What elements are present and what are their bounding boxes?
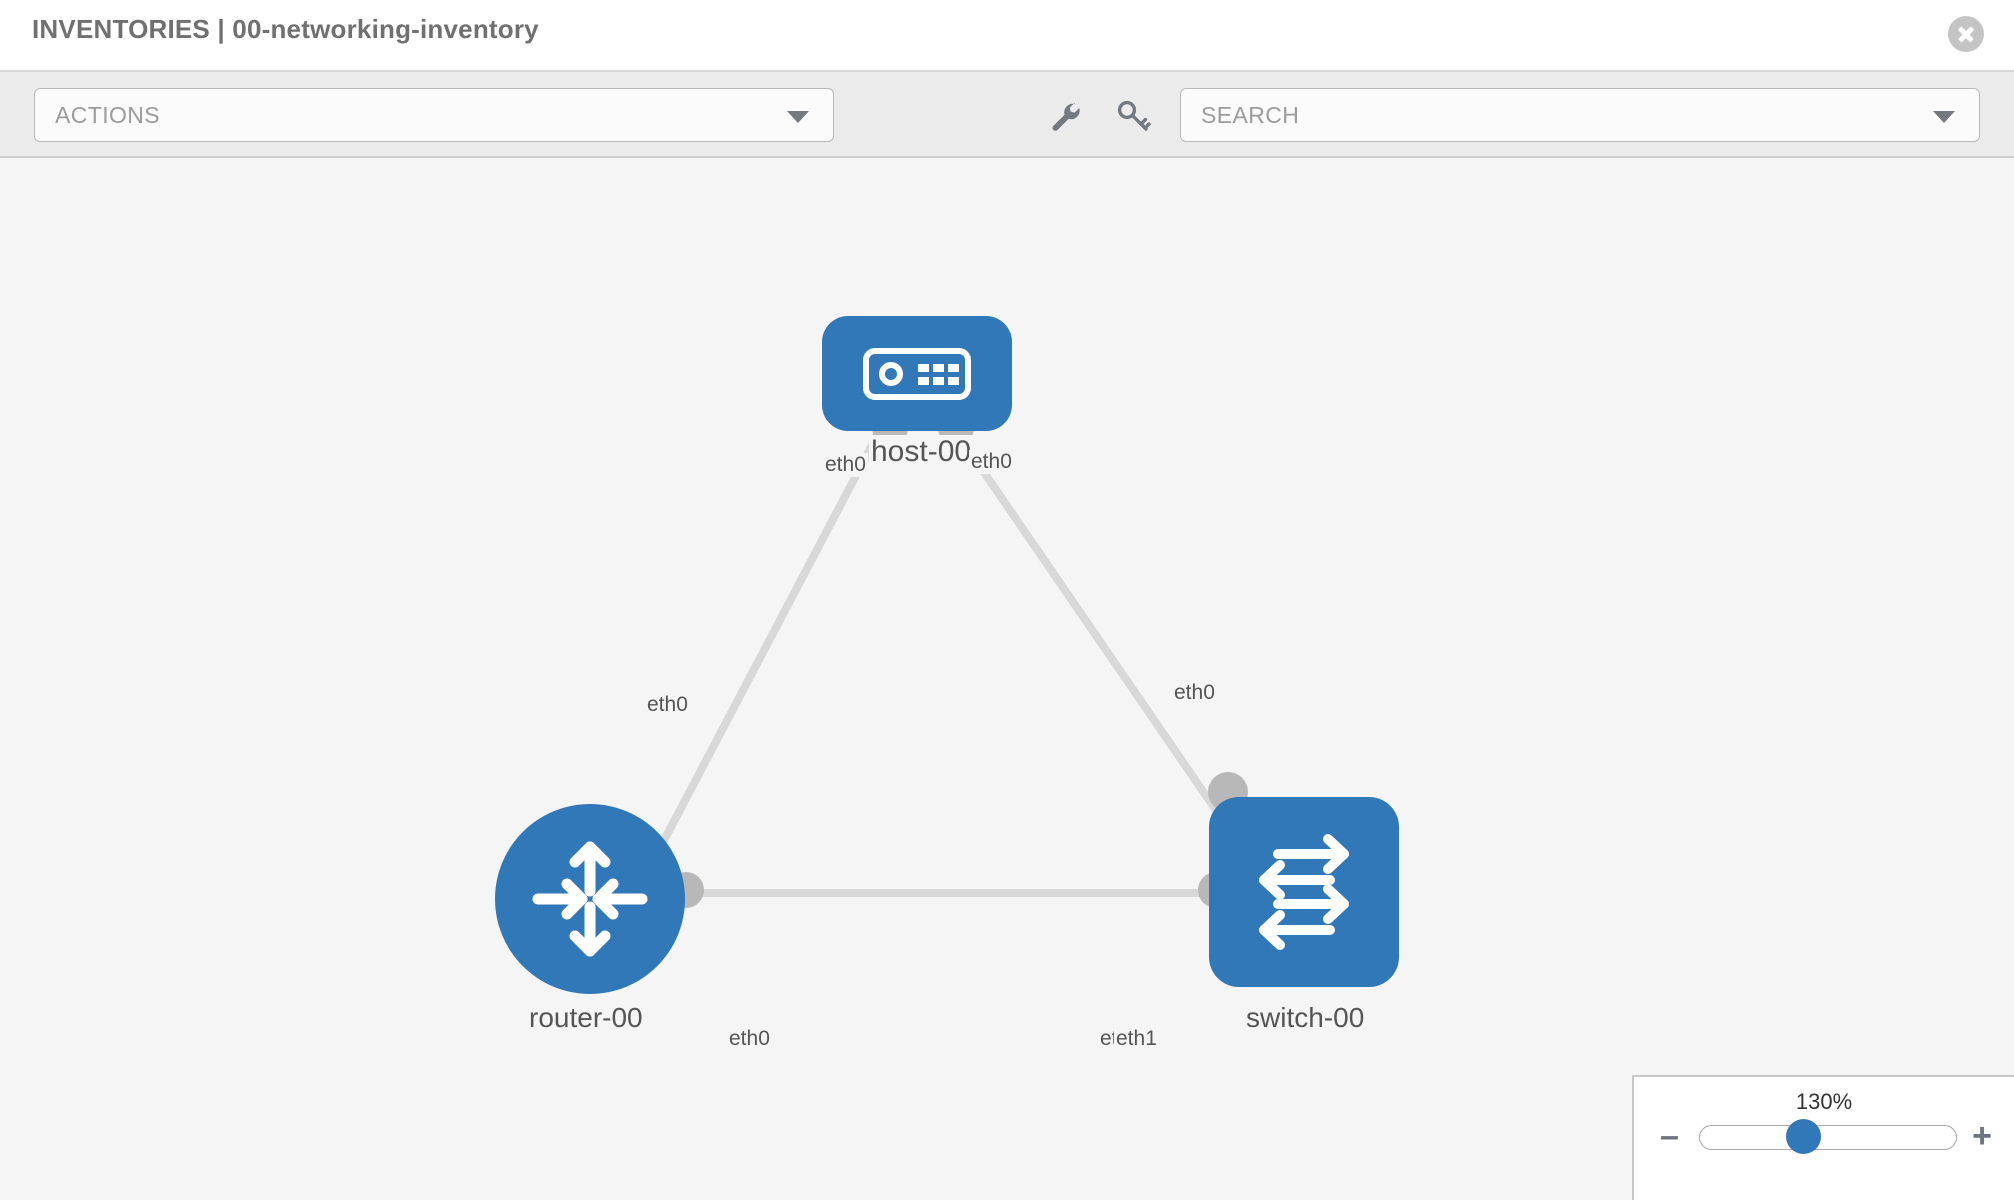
router-arrows-icon	[532, 841, 648, 957]
node-label-host-00: host-00	[869, 435, 974, 469]
server-icon	[863, 347, 971, 400]
zoom-in-button[interactable]: +	[1972, 1117, 1992, 1155]
topology-node-switch-00[interactable]	[1209, 797, 1399, 987]
topology-links	[656, 427, 1239, 897]
link-host-router	[656, 428, 884, 850]
switch-arrows-icon	[1259, 834, 1349, 950]
actions-dropdown[interactable]: ACTIONS	[34, 88, 834, 142]
page-title: INVENTORIES | 00-networking-inventory	[32, 14, 539, 44]
toolbar: ACTIONS SEARCH	[0, 72, 2014, 158]
chevron-down-icon	[787, 111, 809, 123]
node-label-switch-00: switch-00	[1244, 1002, 1367, 1034]
zoom-slider-thumb[interactable]	[1786, 1119, 1821, 1154]
topology-node-router-00[interactable]	[495, 804, 685, 994]
topology-canvas[interactable]: host-00 router-00 switch-00 eth0 eth0 et…	[0, 158, 2014, 1200]
key-icon[interactable]	[1113, 96, 1153, 136]
interface-label-switch-left: eth1	[1114, 1027, 1159, 1051]
node-label-router-00: router-00	[527, 1002, 645, 1034]
topology-node-host-00[interactable]	[822, 316, 1012, 431]
chevron-down-icon[interactable]	[1933, 111, 1955, 123]
interface-label-switch-up: eth0	[1172, 681, 1217, 705]
interface-label-host-right: eth0	[969, 450, 1014, 474]
wrench-icon[interactable]	[1045, 96, 1085, 136]
zoom-level-value: 130%	[1795, 1089, 1853, 1114]
zoom-slider-track[interactable]	[1699, 1125, 1957, 1150]
zoom-control-panel: 130% – +	[1632, 1075, 2014, 1200]
search-input[interactable]: SEARCH	[1180, 88, 1980, 142]
actions-dropdown-label: ACTIONS	[55, 102, 161, 128]
page-header: INVENTORIES | 00-networking-inventory	[0, 0, 2014, 72]
interface-label-host-left: eth0	[823, 453, 868, 477]
link-host-switch	[951, 427, 1239, 841]
interface-label-router-right: eth0	[727, 1027, 772, 1051]
search-placeholder: SEARCH	[1201, 102, 1300, 128]
interface-label-router-up: eth0	[645, 693, 690, 717]
zoom-out-button[interactable]: –	[1660, 1117, 1679, 1155]
close-icon[interactable]	[1948, 16, 1984, 52]
